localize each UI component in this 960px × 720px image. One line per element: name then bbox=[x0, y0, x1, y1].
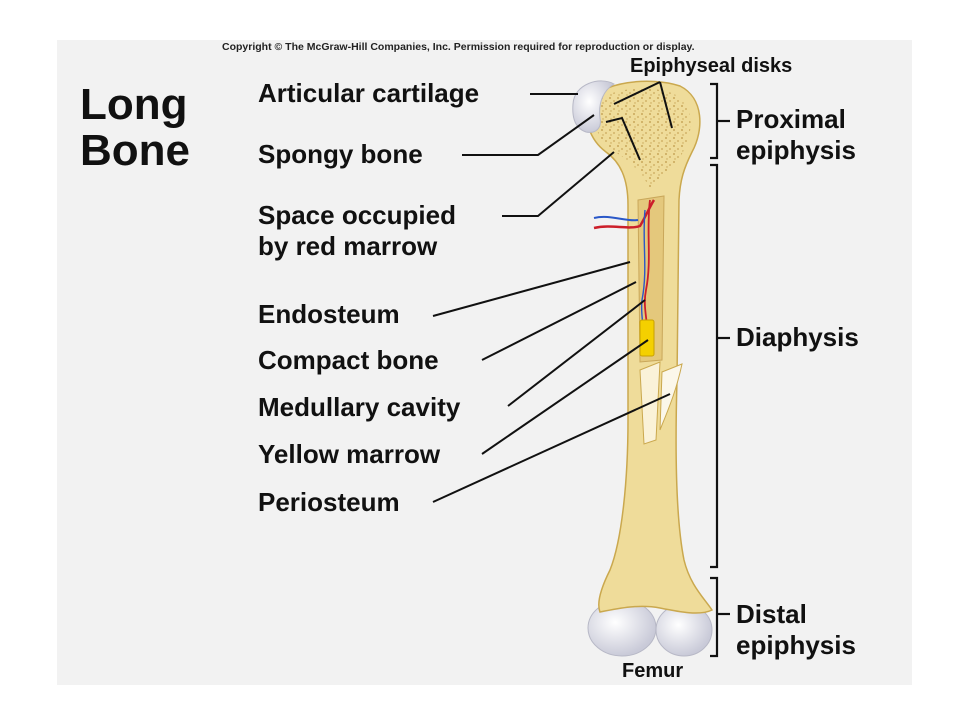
label-distal-epiphysis: Distal epiphysis bbox=[736, 599, 856, 661]
leader-epiphyseal-disk-b bbox=[659, 81, 673, 129]
label-red-marrow: Space occupied by red marrow bbox=[258, 200, 456, 262]
label-diaphysis: Diaphysis bbox=[736, 322, 859, 352]
figure-title: Long Bone bbox=[80, 82, 190, 174]
leader-lines bbox=[432, 81, 673, 503]
label-periosteum: Periosteum bbox=[258, 487, 400, 517]
leader-endosteum bbox=[432, 261, 631, 317]
bracket-diaphysis bbox=[710, 163, 719, 569]
region-brackets bbox=[710, 82, 730, 658]
periosteum-flap bbox=[659, 363, 683, 431]
label-proximal-line-1: Proximal bbox=[736, 104, 846, 134]
label-spongy-bone: Spongy bone bbox=[258, 139, 423, 169]
title-line-1: Long bbox=[80, 80, 188, 129]
leader-periosteum bbox=[432, 393, 671, 503]
artery bbox=[593, 199, 656, 230]
leader-compact-bone bbox=[481, 281, 637, 361]
label-proximal-line-2: epiphysis bbox=[736, 135, 856, 165]
label-medullary-cavity: Medullary cavity bbox=[258, 392, 461, 422]
label-distal-line-1: Distal bbox=[736, 599, 807, 629]
title-line-2: Bone bbox=[80, 126, 190, 175]
yellow-marrow bbox=[639, 319, 655, 357]
label-articular-cartilage: Articular cartilage bbox=[258, 78, 480, 108]
bracket-distal bbox=[710, 576, 719, 658]
label-epiphyseal-disks: Epiphyseal disks bbox=[630, 55, 793, 77]
label-femur: Femur bbox=[622, 660, 684, 682]
label-distal-line-2: epiphysis bbox=[736, 630, 856, 660]
copyright-notice: Copyright © The McGraw-Hill Companies, I… bbox=[222, 41, 695, 53]
label-proximal-epiphysis: Proximal epiphysis bbox=[736, 104, 856, 166]
label-red-marrow-line-1: Space occupied bbox=[258, 200, 456, 230]
leader-medullary-cavity bbox=[507, 299, 646, 407]
leader-red-marrow bbox=[502, 151, 615, 217]
leader-epiphyseal-bracket bbox=[605, 116, 641, 161]
bracket-proximal bbox=[710, 82, 719, 160]
leader-spongy-bone bbox=[462, 114, 595, 156]
figure-panel bbox=[57, 40, 912, 685]
label-yellow-marrow: Yellow marrow bbox=[258, 439, 441, 469]
label-red-marrow-line-2: by red marrow bbox=[258, 231, 438, 261]
label-compact-bone: Compact bone bbox=[258, 345, 439, 375]
vein bbox=[593, 215, 639, 222]
proximal-spongy-bone bbox=[593, 88, 691, 188]
label-endosteum: Endosteum bbox=[258, 299, 400, 329]
leader-epiphyseal-disk-a bbox=[613, 81, 661, 105]
leader-yellow-marrow bbox=[481, 339, 649, 455]
